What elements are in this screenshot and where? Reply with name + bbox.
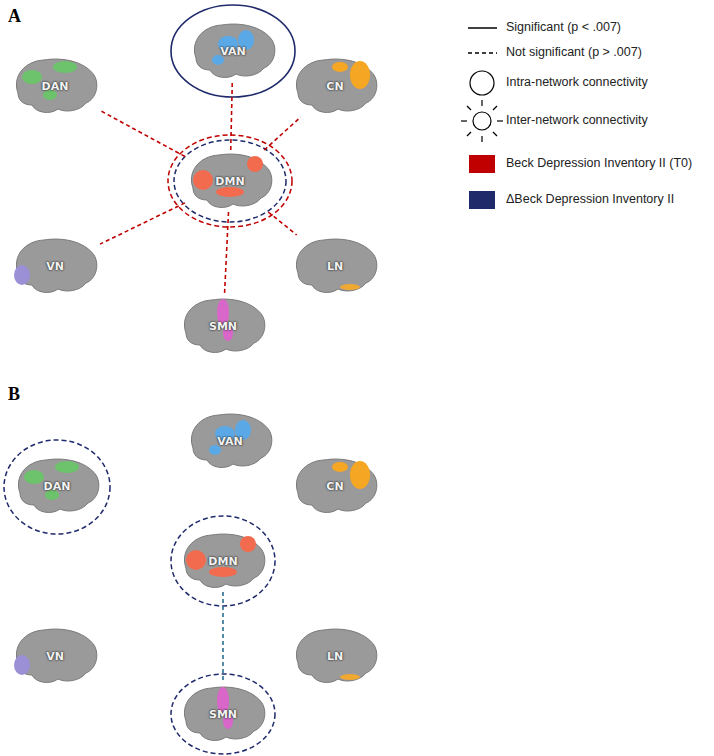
brain-network-node: DAN — [10, 55, 100, 117]
network-region — [53, 61, 77, 73]
connector-line — [224, 212, 228, 295]
network-label: VN — [10, 650, 100, 663]
legend-text: ΔBeck Depression Inventory II — [506, 192, 674, 206]
network-label: SMN — [178, 320, 268, 333]
circle-sample — [470, 71, 494, 95]
intra-circle — [174, 140, 286, 222]
brain-network-node: LN — [290, 235, 380, 297]
network-region — [55, 461, 79, 473]
brain-network-node: CN — [290, 55, 380, 117]
connector-line — [268, 212, 296, 235]
network-label: LN — [290, 260, 380, 273]
network-region — [216, 187, 244, 197]
panel-label: B — [8, 384, 20, 405]
connector-line — [231, 82, 233, 150]
network-region — [340, 674, 360, 680]
legend-text: Intra-network connectivity — [506, 75, 648, 89]
network-label: DMN — [185, 175, 275, 188]
network-region — [24, 470, 44, 484]
legend-swatch — [469, 191, 495, 209]
brain-network-node: LN — [290, 625, 380, 687]
legend-text: Significant (p < .007) — [506, 20, 621, 34]
connectivity-line — [264, 117, 300, 150]
network-region — [209, 567, 237, 577]
network-region — [14, 265, 30, 285]
network-region — [350, 61, 370, 89]
network-label: VAN — [188, 45, 278, 58]
network-region — [332, 62, 348, 72]
brain-network-node: VN — [10, 235, 100, 297]
network-label: DAN — [10, 80, 100, 93]
connectivity-line — [224, 212, 228, 295]
intra-circle — [4, 440, 110, 534]
network-label: DMN — [178, 555, 268, 568]
network-label: CN — [290, 480, 380, 493]
network-label: VAN — [185, 435, 275, 448]
brain-network-node: SMN — [178, 683, 268, 745]
connector-line — [100, 203, 185, 244]
network-region — [240, 536, 256, 552]
connectivity-line — [100, 203, 185, 244]
legend-text: Not significant (p > .007) — [506, 45, 642, 59]
network-region — [332, 462, 348, 472]
intra-circle — [171, 5, 295, 97]
network-region — [22, 70, 42, 84]
brain-network-node: VAN — [185, 410, 275, 472]
brain-network-node: VAN — [188, 20, 278, 82]
legend-text: Inter-network connectivity — [506, 113, 648, 127]
connector-line — [264, 117, 300, 150]
legend-swatch — [469, 155, 495, 173]
intra-circle — [171, 674, 275, 754]
connectivity-line — [268, 212, 296, 235]
network-region — [247, 156, 263, 172]
panel-label: A — [8, 6, 21, 27]
connectivity-line — [223, 592, 224, 683]
network-region — [350, 461, 370, 489]
network-label: DAN — [12, 480, 102, 493]
brain-network-node: DAN — [12, 455, 102, 517]
intra-circle — [171, 516, 275, 606]
network-region — [340, 284, 360, 290]
network-region — [193, 170, 213, 190]
sun-sample — [461, 100, 503, 142]
network-label: CN — [290, 80, 380, 93]
intra-circle — [168, 135, 292, 227]
brain-network-node: DMN — [185, 150, 275, 212]
network-region — [186, 550, 206, 570]
connector-line — [222, 592, 224, 683]
connector-line — [100, 110, 185, 156]
brain-network-node: DMN — [178, 530, 268, 592]
connectivity-line — [100, 110, 185, 156]
dashed-line-sample — [468, 52, 497, 54]
network-label: SMN — [178, 708, 268, 721]
network-label: VN — [10, 260, 100, 273]
network-region — [14, 655, 30, 675]
solid-line-sample — [468, 27, 497, 29]
brain-network-node: SMN — [178, 295, 268, 357]
legend-text: Beck Depression Inventory II (T0) — [506, 156, 692, 170]
brain-network-node: CN — [290, 455, 380, 517]
connectivity-line — [231, 82, 233, 150]
network-label: LN — [290, 650, 380, 663]
brain-network-node: VN — [10, 625, 100, 687]
